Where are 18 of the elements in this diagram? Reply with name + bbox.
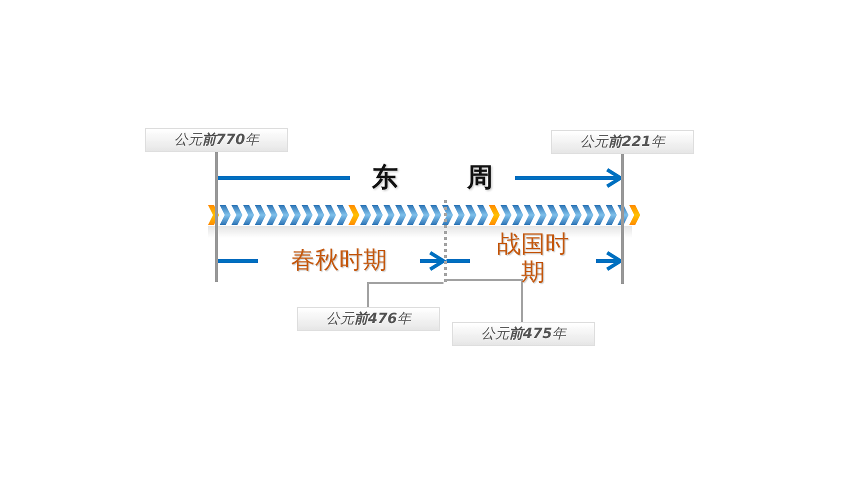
arrow [420, 250, 446, 272]
date-label: 公元前475年 [452, 322, 595, 346]
period-title: 春秋时期 [258, 244, 420, 278]
date-label: 公元前476年 [297, 307, 440, 331]
date-label: 公元前770年 [145, 128, 288, 152]
leader-line [446, 279, 523, 322]
arrow [596, 250, 622, 272]
timeline-marker [214, 152, 218, 282]
leader-line [367, 282, 444, 307]
timeline-marker [620, 154, 624, 284]
era-title: 东 周 [350, 160, 515, 194]
arrow [515, 168, 622, 188]
connector-line [218, 176, 350, 180]
period-title: 战国时期 [470, 227, 596, 291]
connector-line [218, 259, 258, 263]
connector-line [446, 259, 470, 263]
divider-line [444, 200, 446, 282]
date-label: 公元前221年 [551, 130, 694, 154]
